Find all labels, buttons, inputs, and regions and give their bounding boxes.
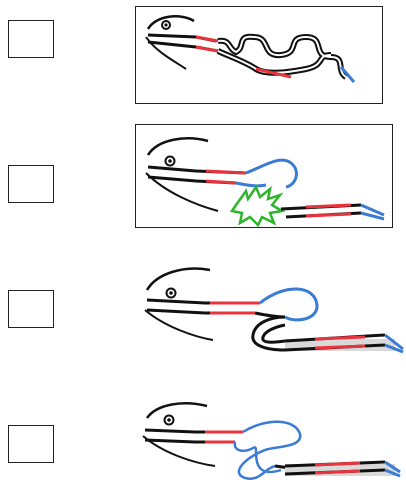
diagram-b-svg bbox=[145, 137, 385, 228]
loop-icon bbox=[237, 420, 302, 480]
diagram-a-svg bbox=[145, 15, 356, 83]
head-icon bbox=[145, 402, 208, 419]
answer-box-a[interactable] bbox=[8, 20, 54, 58]
diagram-panel-c bbox=[135, 255, 404, 360]
eye-icon bbox=[164, 155, 176, 167]
diagram-panel-d bbox=[135, 398, 401, 483]
eye-icon bbox=[161, 20, 171, 30]
eye-icon bbox=[163, 414, 175, 426]
burst-icon bbox=[229, 184, 286, 228]
diagram-panel-b bbox=[135, 124, 393, 228]
diagram-c-svg bbox=[144, 267, 404, 354]
diagram-d-svg bbox=[142, 402, 401, 480]
head-icon bbox=[146, 137, 209, 156]
answer-box-c[interactable] bbox=[8, 290, 54, 328]
answer-box-b[interactable] bbox=[8, 165, 54, 203]
diagram-panel-a bbox=[135, 6, 383, 104]
head-icon bbox=[146, 15, 195, 30]
head-icon bbox=[145, 267, 211, 291]
answer-box-d[interactable] bbox=[8, 425, 54, 463]
eye-icon bbox=[165, 287, 177, 299]
